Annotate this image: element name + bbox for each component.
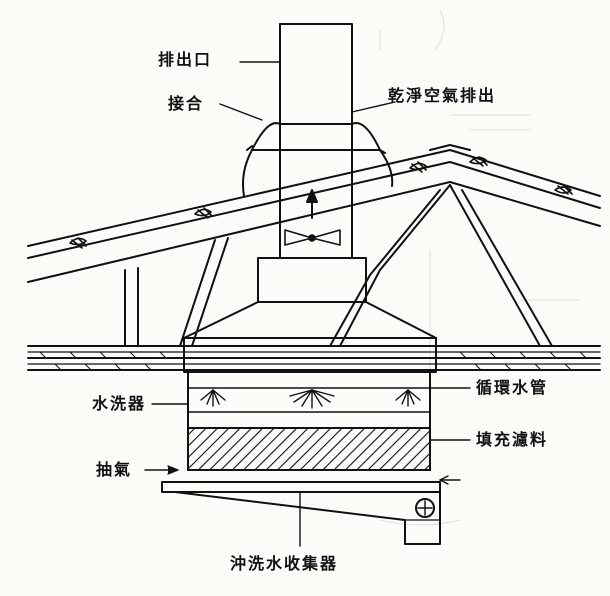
label-clean-air: 乾淨空氣排出 [388, 86, 497, 105]
floor-beam [27, 345, 601, 371]
label-filler: 填充濾料 [476, 430, 549, 449]
leader-lines [144, 61, 471, 547]
chimney [279, 23, 353, 259]
label-joint: 接合 [168, 94, 205, 113]
label-wash-collector: 沖洗水收集器 [230, 554, 339, 573]
roof-truss [124, 184, 553, 347]
hood [183, 257, 437, 339]
spray-nozzle-icon [200, 389, 421, 409]
fan-icon [284, 229, 341, 246]
roof-upper [27, 144, 601, 283]
label-scrubber: 水洗器 [92, 394, 147, 413]
collector-tray [161, 481, 441, 545]
joint-collar [242, 122, 394, 197]
bleed-through-marks [379, 9, 580, 526]
label-exhaust: 抽氣 [96, 460, 133, 479]
up-arrow-icon [306, 189, 318, 219]
roof-tiles [69, 156, 573, 249]
label-outlet: 排出口 [158, 50, 213, 69]
filter-media [187, 427, 431, 471]
label-circulation-pipe: 循環水管 [476, 378, 549, 397]
valve-icon [415, 498, 435, 518]
